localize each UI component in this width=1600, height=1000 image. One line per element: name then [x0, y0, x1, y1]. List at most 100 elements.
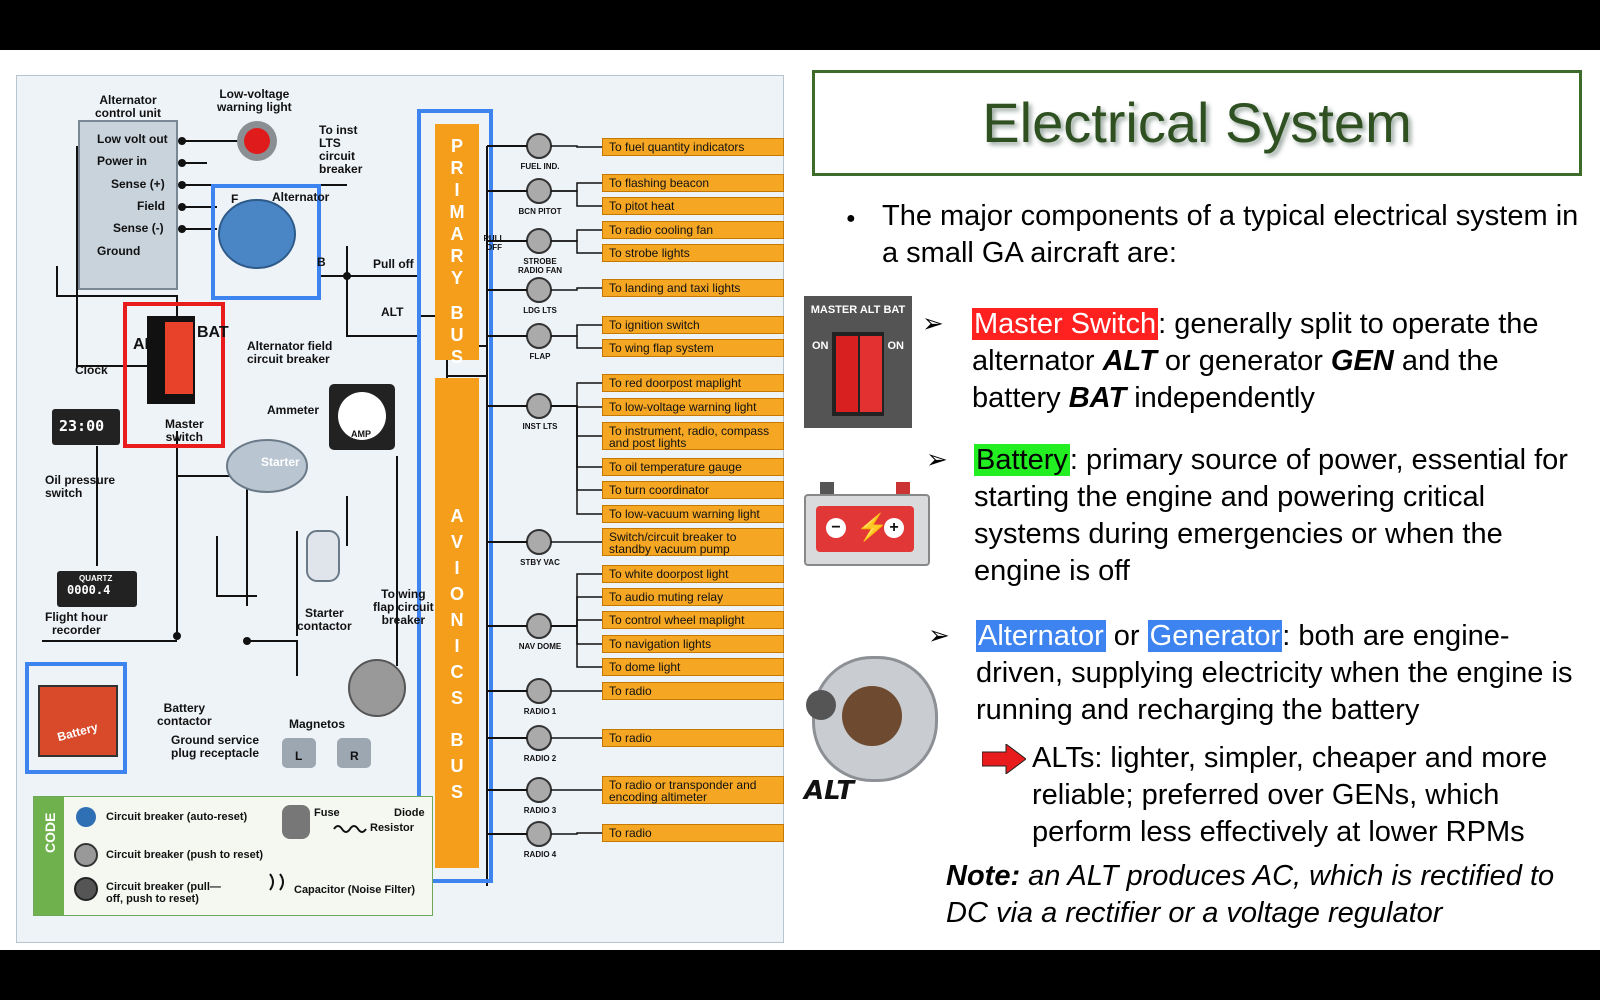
red-arrow-icon [981, 743, 1027, 775]
primary-bus-letter: B [450, 303, 464, 324]
acu-pin-1: Power in [97, 154, 148, 168]
master-bat: BAT [1068, 382, 1127, 414]
output-tag: To instrument, radio, compass and post l… [602, 422, 784, 450]
avionics-bus-letter: C [450, 662, 464, 682]
output-tag: To radio or transponder and encoding alt… [602, 776, 784, 804]
master-text-2: or generator [1156, 345, 1331, 377]
battery-text: Battery: primary source of power, essent… [974, 442, 1590, 590]
master-text-3: and the battery [972, 345, 1499, 414]
battery-highlight: Battery [974, 444, 1070, 476]
output-tag: To radio [602, 824, 784, 842]
alternator-sub-text: ALTs: lighter, simpler, cheaper and more… [1032, 742, 1548, 848]
hour-recorder-label: Flight hour recorder [45, 610, 108, 637]
alternator-label: Alternator [272, 190, 330, 204]
breaker-label: BCN PITOT [518, 207, 562, 216]
output-tag: To dome light [602, 658, 784, 676]
hour-display: 0000.4 [67, 583, 111, 597]
master-switch-alt: ALT [133, 336, 163, 353]
alternator-arrow-icon: ➢ [928, 620, 950, 650]
primary-bus-letter: Y [450, 268, 463, 288]
battery-arrow-icon: ➢ [926, 444, 948, 474]
output-tag: To flashing beacon [602, 174, 784, 192]
avionics-bus-letter: I [454, 636, 460, 656]
avionics-bus-letter: U [450, 755, 464, 776]
master-text-4: independently [1126, 382, 1315, 414]
breaker-label: RADIO 2 [523, 754, 557, 763]
master-alt: ALT [1102, 345, 1157, 377]
pull-off-label: Pull off [373, 257, 414, 271]
avionics-bus-letter: B [450, 729, 464, 750]
circuit-breaker [526, 323, 552, 349]
avionics-bus-letter: A [450, 506, 464, 526]
output-tag: Switch/circuit breaker to standby vacuum… [602, 528, 784, 556]
magnetos-label: Magnetos [289, 717, 346, 731]
note-text: an ALT produces AC, which is rectified t… [946, 860, 1555, 929]
output-tag: To red doorpost maplight [602, 374, 784, 392]
primary-bus-letter: I [454, 180, 460, 200]
code-resistor: Resistor [370, 822, 415, 834]
acu-pin-0: Low volt out [97, 132, 168, 146]
breaker-label: INST LTS [522, 422, 558, 431]
master-gen: GEN [1330, 345, 1394, 377]
master-arrow-icon: ➢ [922, 308, 944, 338]
alternator-b-label: B [317, 255, 326, 269]
output-tag: To wing flap system [602, 339, 784, 357]
oil-pressure-label: Oil pressure switch [45, 473, 116, 500]
avionics-bus-letter: O [449, 584, 464, 604]
alternator-description: : both are engine-driven, supplying elec… [976, 620, 1573, 726]
primary-bus-letter: R [450, 246, 464, 266]
ms-image-top: MASTER ALT BAT [810, 304, 906, 316]
master-switch-highlight: Master Switch [972, 308, 1159, 340]
avionics-bus-letter: V [450, 532, 463, 552]
output-wire [551, 240, 602, 254]
circuit-breaker [526, 777, 552, 803]
battery-contactor-label: Battery contactor [157, 701, 212, 728]
primary-bus-letter: U [450, 325, 464, 346]
code-legend: CODE Circuit breaker (auto-reset) Circui… [33, 796, 433, 916]
lightning-icon: ⚡ [856, 512, 889, 542]
alt-field-cb-label: Alternator field circuit breaker [247, 339, 333, 366]
output-wire [551, 182, 602, 192]
output-tag: To oil temperature gauge [602, 458, 784, 476]
output-wire [551, 190, 602, 207]
slide: Alternator control unit Low-voltage warn… [0, 50, 1600, 950]
code-diode: Diode [394, 807, 425, 819]
circuit-breaker [526, 529, 552, 555]
output-tag: To pitot heat [602, 197, 784, 215]
master-text-1: : generally split to operate the alterna… [972, 308, 1539, 377]
battery-description: : primary source of power, essential for… [974, 444, 1568, 587]
circuit-breaker [526, 725, 552, 751]
code-cb-pull: Circuit breaker (pull—off, push to reset… [106, 881, 221, 905]
acu-pin-2: Sense (+) [111, 177, 165, 191]
output-tag: To landing and taxi lights [602, 279, 784, 297]
bullet-icon: ● [846, 210, 856, 227]
master-text: Master Switch: generally split to operat… [972, 306, 1592, 417]
output-wire [551, 619, 602, 627]
output-wire [551, 832, 602, 835]
master-switch-label: Master switch [165, 417, 204, 444]
acu-pin-4: Sense (-) [113, 221, 164, 235]
acu-pin-3: Field [137, 199, 166, 213]
master-switch-bat: BAT [197, 324, 229, 341]
output-tag: To radio cooling fan [602, 221, 784, 239]
circuit-breaker [526, 228, 552, 254]
amp-label: AMP [351, 429, 371, 439]
ground-service-label: Ground service plug receptacle [171, 733, 260, 760]
note: Note: an ALT produces AC, which is recti… [946, 858, 1586, 932]
output-wire [551, 287, 602, 291]
output-wire [551, 405, 602, 515]
magneto-l-label: L [295, 749, 303, 763]
code-cb-push: Circuit breaker (push to reset) [106, 849, 264, 861]
code-symbols [74, 805, 367, 901]
to-wing-flap-label: To wing flap circuit breaker [373, 587, 434, 627]
output-tag: To control wheel maplight [602, 611, 784, 629]
quartz-label: QUARTZ [79, 574, 113, 583]
output-tag: To low-vacuum warning light [602, 505, 784, 523]
output-tag: To navigation lights [602, 635, 784, 653]
breaker-label: NAV DOME [518, 642, 562, 651]
breaker-label: STBY VAC [520, 558, 560, 567]
electrical-diagram: Alternator control unit Low-voltage warn… [16, 75, 784, 943]
battery-image: − + ⚡ [800, 480, 930, 566]
primary-bus-letter: A [450, 224, 464, 244]
avionics-bus-letter: N [450, 610, 464, 630]
